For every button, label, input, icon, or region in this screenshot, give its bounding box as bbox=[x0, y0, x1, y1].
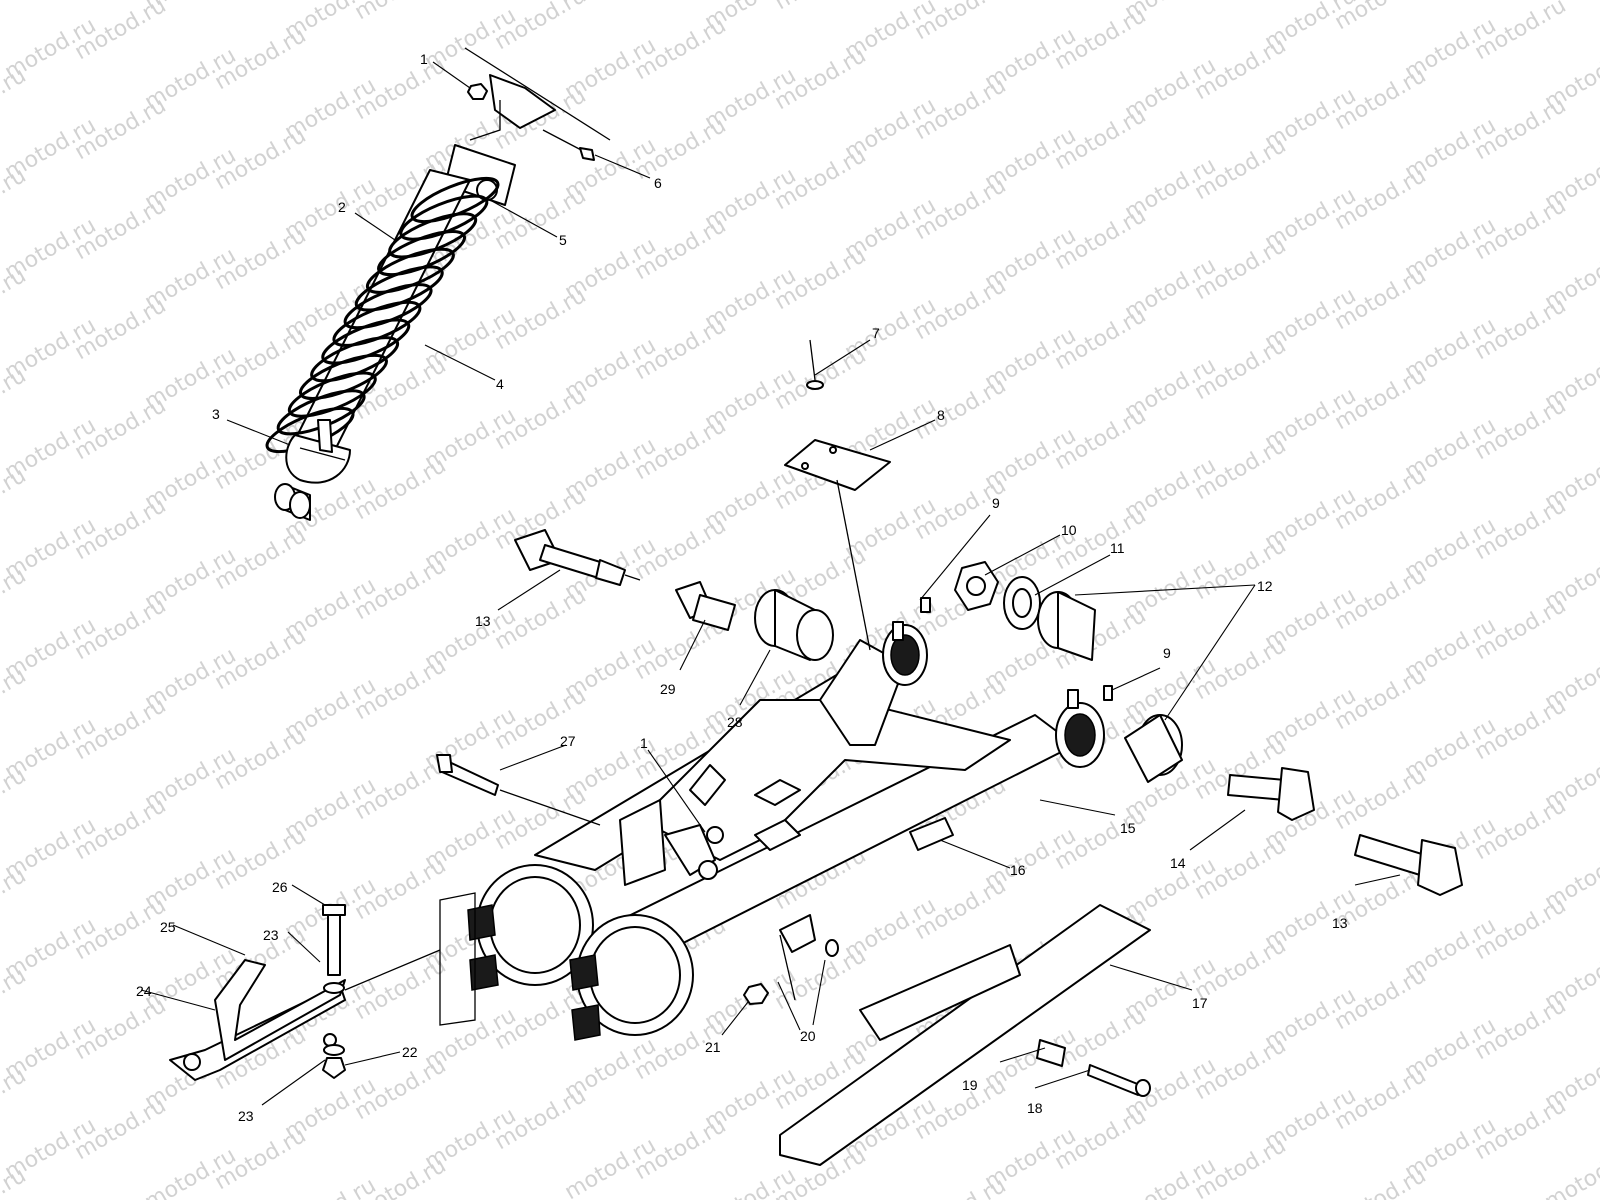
callout-9-top: 9 bbox=[992, 495, 1000, 511]
callout-13-upper: 13 bbox=[475, 613, 491, 629]
callout-8: 8 bbox=[937, 407, 945, 423]
callout-3: 3 bbox=[212, 406, 220, 422]
watermark-text: motod.ru bbox=[911, 1173, 1011, 1200]
watermark-text: motod.ru bbox=[1191, 0, 1291, 5]
callout-21: 21 bbox=[705, 1039, 721, 1055]
shock-absorber bbox=[265, 47, 611, 521]
callout-7: 7 bbox=[872, 325, 880, 341]
callout-18: 18 bbox=[1027, 1100, 1043, 1116]
callout-19: 19 bbox=[962, 1077, 978, 1093]
callout-15: 15 bbox=[1120, 820, 1136, 836]
watermark-text: motod.ru bbox=[351, 0, 451, 25]
callout-23-upper: 23 bbox=[263, 927, 279, 943]
pivot-hardware bbox=[436, 339, 1463, 1166]
callout-1-top: 1 bbox=[420, 51, 428, 67]
callout-16: 16 bbox=[1010, 862, 1026, 878]
callout-28: 28 bbox=[727, 714, 743, 730]
callout-26: 26 bbox=[272, 879, 288, 895]
callout-22: 22 bbox=[402, 1044, 418, 1060]
watermark-text: motod.ru bbox=[771, 0, 871, 15]
callout-13-right: 13 bbox=[1332, 915, 1348, 931]
callout-20: 20 bbox=[800, 1028, 816, 1044]
callout-14: 14 bbox=[1170, 855, 1186, 871]
callout-9-right: 9 bbox=[1163, 645, 1171, 661]
callout-11: 11 bbox=[1110, 540, 1125, 556]
callout-12: 12 bbox=[1257, 578, 1273, 594]
watermark-text: motod.ru bbox=[0, 0, 30, 35]
callout-2: 2 bbox=[338, 199, 346, 215]
callout-29: 29 bbox=[660, 681, 676, 697]
callout-27: 27 bbox=[560, 733, 576, 749]
callout-leaders bbox=[140, 61, 1401, 1106]
torque-arm bbox=[169, 904, 441, 1081]
watermark-text: motod.ru bbox=[1541, 1143, 1600, 1200]
watermark-text: motod.ru bbox=[1331, 1163, 1431, 1200]
callout-17: 17 bbox=[1192, 995, 1208, 1011]
callout-23-lower: 23 bbox=[238, 1108, 254, 1124]
callout-10: 10 bbox=[1061, 522, 1077, 538]
callout-5: 5 bbox=[559, 232, 567, 248]
callout-numbers: 1 2 3 4 5 6 7 8 9 10 11 12 9 13 13 14 15… bbox=[136, 51, 1348, 1124]
callout-1-lower: 1 bbox=[640, 735, 648, 751]
callout-24: 24 bbox=[136, 983, 152, 999]
callout-6: 6 bbox=[654, 175, 662, 191]
swing-arm bbox=[439, 621, 1105, 1041]
watermark-text: motod.ru bbox=[281, 1173, 381, 1200]
callout-25: 25 bbox=[160, 919, 176, 935]
callout-4: 4 bbox=[496, 376, 504, 392]
